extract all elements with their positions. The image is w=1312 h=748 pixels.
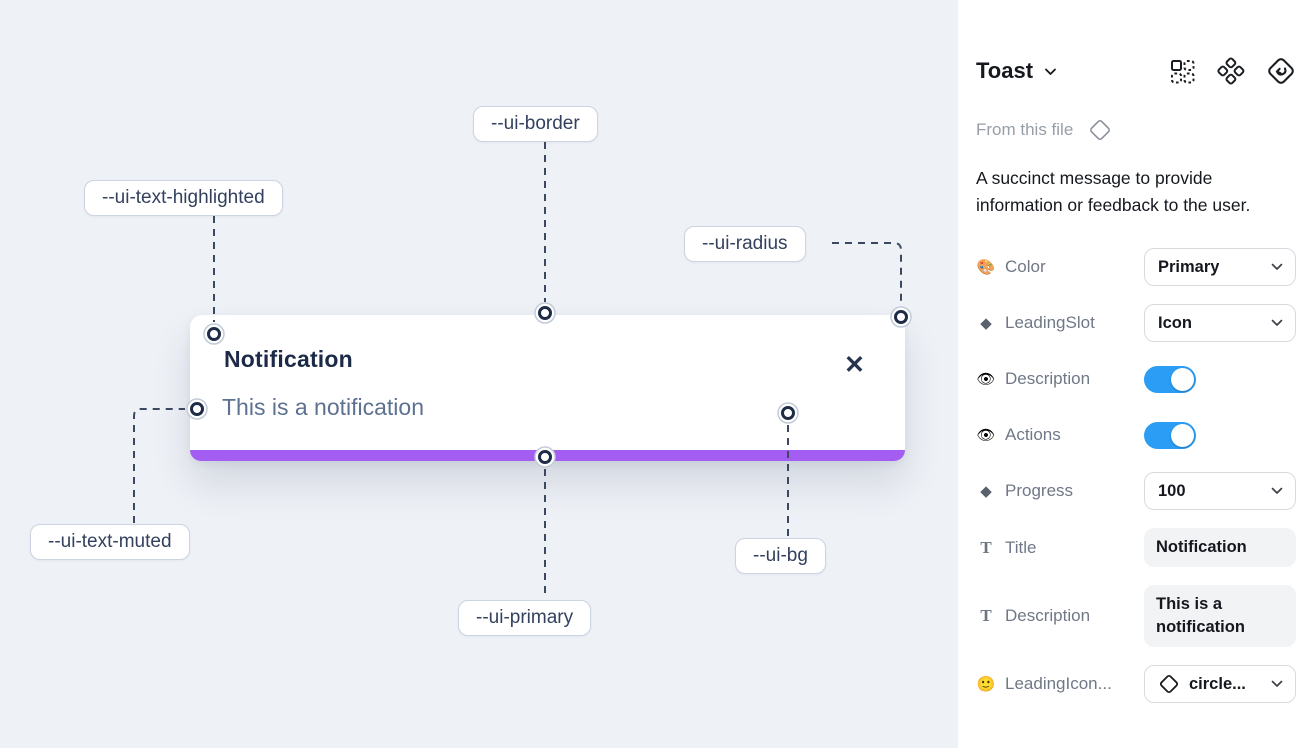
property-list: 🎨 Color Primary ◆ LeadingSlot <box>976 248 1296 703</box>
diamond-icon: ◆ <box>980 483 992 500</box>
text-icon: T <box>980 537 992 557</box>
component-properties-icon[interactable] <box>1169 58 1196 85</box>
title-text-input[interactable]: Notification <box>1144 528 1296 567</box>
color-select[interactable]: Primary <box>1144 248 1296 286</box>
description-toggle[interactable] <box>1144 365 1196 393</box>
toast-progress-bar <box>190 450 905 461</box>
prop-label-description: Description <box>1005 369 1091 388</box>
eye-icon: 👁 <box>976 371 996 388</box>
component-title: Toast <box>976 58 1034 83</box>
toast-close-button[interactable]: ✕ <box>844 351 865 379</box>
chevron-down-icon[interactable] <box>1044 67 1057 76</box>
component-icon[interactable] <box>1217 57 1245 85</box>
prop-row-leadingicon: 🙂 LeadingIcon... circle... <box>976 665 1296 703</box>
chevron-down-icon <box>1265 680 1283 688</box>
prop-row-title-text: T Title Notification <box>976 528 1296 567</box>
prop-label-actions: Actions <box>1005 425 1061 444</box>
prop-label-progress: Progress <box>1005 481 1074 500</box>
prop-row-leadingslot: ◆ LeadingSlot Icon <box>976 304 1296 342</box>
leadingicon-select[interactable]: circle... <box>1144 665 1296 703</box>
var-label-ui-text-muted: --ui-text-muted <box>30 524 190 560</box>
toggle-knob <box>1171 423 1194 447</box>
diamond-icon <box>1087 117 1113 143</box>
swap-instance-icon[interactable] <box>1266 56 1296 86</box>
description-text-input[interactable]: This is a notification <box>1144 585 1296 647</box>
prop-label-leadingslot: LeadingSlot <box>1005 313 1095 332</box>
eye-icon: 👁 <box>976 427 996 444</box>
design-canvas[interactable]: Notification This is a notification ✕ <box>0 0 958 748</box>
toast-description: This is a notification <box>222 394 424 420</box>
var-label-ui-text-highlighted: --ui-text-highlighted <box>84 180 283 216</box>
prop-label-title: Title <box>1005 537 1037 557</box>
prop-label-description-text: Description <box>1005 606 1091 625</box>
panel-header: Toast <box>976 56 1296 86</box>
chevron-down-icon <box>1265 487 1283 495</box>
prop-row-description-toggle: 👁 Description <box>976 360 1296 398</box>
var-label-ui-primary: --ui-primary <box>458 600 592 636</box>
prop-row-actions-toggle: 👁 Actions <box>976 416 1296 454</box>
var-label-ui-border: --ui-border <box>473 106 598 142</box>
prop-row-color: 🎨 Color Primary <box>976 248 1296 286</box>
prop-row-description-text: T Description This is a notification <box>976 585 1296 647</box>
source-row: From this file <box>976 117 1296 143</box>
connector-ui-radius <box>832 242 902 305</box>
source-label: From this file <box>976 120 1074 139</box>
component-description: A succinct message to provide informatio… <box>976 168 1251 215</box>
progress-select[interactable]: 100 <box>1144 472 1296 510</box>
leadingslot-select[interactable]: Icon <box>1144 304 1296 342</box>
var-label-ui-radius: --ui-radius <box>684 226 806 262</box>
toast-component-preview[interactable]: Notification This is a notification ✕ <box>190 315 905 461</box>
connector-ui-text-muted <box>133 408 185 523</box>
prop-row-progress: ◆ Progress 100 <box>976 472 1296 510</box>
toast-title: Notification <box>224 346 353 372</box>
chevron-down-icon <box>1265 263 1283 271</box>
var-label-ui-bg: --ui-bg <box>735 538 826 574</box>
diamond-icon: ◆ <box>980 315 992 332</box>
text-icon: T <box>980 606 992 625</box>
toggle-knob <box>1171 367 1194 391</box>
smiley-icon: 🙂 <box>976 676 996 693</box>
palette-icon: 🎨 <box>976 259 996 276</box>
prop-label-leadingicon: LeadingIcon... <box>1005 674 1112 693</box>
chevron-down-icon <box>1265 319 1283 327</box>
actions-toggle[interactable] <box>1144 421 1196 449</box>
prop-label-color: Color <box>1005 257 1046 276</box>
diamond-icon <box>1158 673 1180 695</box>
properties-panel: Toast <box>958 0 1312 748</box>
